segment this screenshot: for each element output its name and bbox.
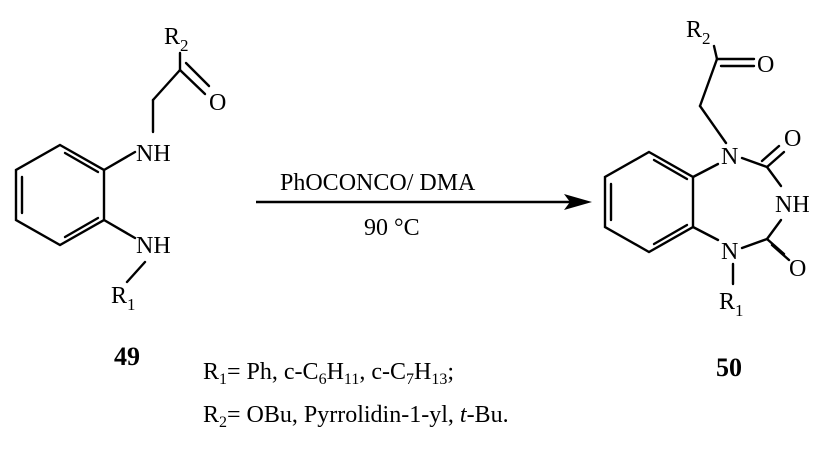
reaction-temperature: 90 °C <box>364 215 420 241</box>
product-bond-ch2-co <box>698 57 719 108</box>
r1-substituent-definition: R1= Ph, c-C6H11, c-C7H13; <box>203 357 454 388</box>
product-carbonyl-top-double-bond <box>760 144 781 163</box>
reactant-r2-label: R2 <box>164 24 189 55</box>
product-r1-label: R1 <box>719 289 744 320</box>
product-compound-number: 50 <box>716 353 742 382</box>
product-bond-ring-n1 <box>691 162 720 179</box>
reactant-r1-label: R1 <box>111 283 136 314</box>
reactant-bond-ch2-co <box>151 68 182 102</box>
product-ring-double-bond <box>652 158 689 181</box>
r1-mid: , c-C <box>359 359 406 385</box>
product-bond-nh-c4 <box>765 218 783 241</box>
product-nh-label: NH <box>775 192 810 218</box>
reactant-ring-double-bond <box>63 216 100 239</box>
r2-label-subscript: 2 <box>219 414 228 431</box>
product-carbonyl-top-double-bond <box>765 150 786 169</box>
r1-prefix: = Ph, c-C <box>227 359 319 385</box>
r1-h-a: H <box>326 359 344 385</box>
reaction-arrow <box>256 194 592 210</box>
product-50-structure: R2 O N O NH N O R1 <box>603 17 810 320</box>
product-n5-label: N <box>721 239 738 265</box>
reactant-bond-ring-nh <box>102 150 137 172</box>
arrow-head <box>564 194 592 210</box>
product-bond-co-r2 <box>712 44 719 61</box>
r1-h-b: H <box>413 359 432 385</box>
reactant-oxygen-label: O <box>209 90 226 116</box>
product-carbonyl-bottom-double-bond <box>770 243 791 262</box>
r2-tert-italic: t <box>459 402 467 428</box>
product-benzene-ring <box>603 150 695 254</box>
product-bond-c2-nh <box>765 165 783 188</box>
reactant-nh-top-label: NH <box>136 141 171 167</box>
r2-label: R <box>203 402 220 428</box>
product-ring-double-bond <box>652 223 689 246</box>
r1-suffix: ; <box>447 359 454 385</box>
r1-h2-subscript: 13 <box>431 371 448 388</box>
reactant-49-structure: R2 O NH NH R1 <box>14 24 226 314</box>
reactant-compound-number: 49 <box>114 342 140 371</box>
r1-h1-subscript: 11 <box>343 371 360 388</box>
product-r2-label: R2 <box>686 17 711 48</box>
r1-c2-subscript: 7 <box>405 371 414 388</box>
product-bond-n1-ch2 <box>698 104 728 145</box>
product-bond-c4-n5 <box>740 237 769 250</box>
r2-prefix: = OBu, Pyrrolidin-1-yl, <box>227 402 460 428</box>
product-bond-n1-c2 <box>740 156 769 169</box>
reaction-reagent: PhOCONCO/ DMA <box>280 170 476 196</box>
r1-c1-subscript: 6 <box>318 371 327 388</box>
r1-label: R <box>203 359 220 385</box>
reactant-ring-double-bond <box>63 151 100 174</box>
reactant-bond-nh-r1 <box>125 260 147 284</box>
reactant-benzene-ring <box>14 143 106 247</box>
r2-suffix: -Bu. <box>466 402 509 428</box>
r1-label-subscript: 1 <box>219 371 228 388</box>
product-ketone-oxygen-label: O <box>757 52 774 78</box>
product-n1-label: N <box>721 144 738 170</box>
product-bottom-oxygen-label: O <box>789 256 806 282</box>
product-bond-ring-n5 <box>691 225 720 242</box>
r2-substituent-definition: R2= OBu, Pyrrolidin-1-yl, t-Bu. <box>203 400 509 431</box>
reactant-nh-bottom-label: NH <box>136 233 171 259</box>
reactant-carbonyl-double-bond <box>178 68 207 96</box>
product-top-oxygen-label: O <box>784 126 801 152</box>
reactant-bond-ring-nh <box>102 218 137 240</box>
reactant-carbonyl-double-bond <box>184 61 211 88</box>
